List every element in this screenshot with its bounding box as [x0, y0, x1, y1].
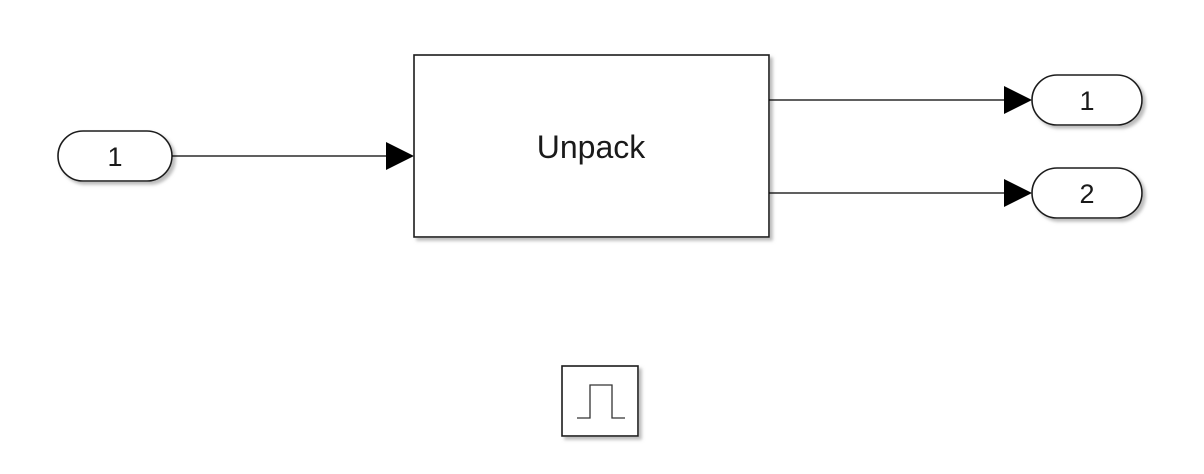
inport-1[interactable]: 1 [57, 130, 173, 182]
outport-2[interactable]: 2 [1031, 167, 1143, 219]
arrowhead-output-2-icon [1004, 179, 1032, 207]
pulse-icon [577, 384, 625, 419]
signal-line-output-2[interactable] [769, 179, 1032, 207]
unpack-block[interactable]: Unpack [413, 54, 770, 238]
outport-1-label: 1 [1079, 86, 1094, 116]
trigger-block[interactable] [561, 365, 639, 437]
arrowhead-output-1-icon [1004, 86, 1032, 114]
outport-2-label: 2 [1079, 179, 1094, 209]
arrowhead-input-icon [386, 142, 414, 170]
signal-line-input[interactable] [172, 142, 414, 170]
unpack-block-label: Unpack [537, 129, 647, 165]
inport-1-label: 1 [107, 142, 122, 172]
outport-1[interactable]: 1 [1031, 74, 1143, 126]
signal-line-output-1[interactable] [769, 86, 1032, 114]
